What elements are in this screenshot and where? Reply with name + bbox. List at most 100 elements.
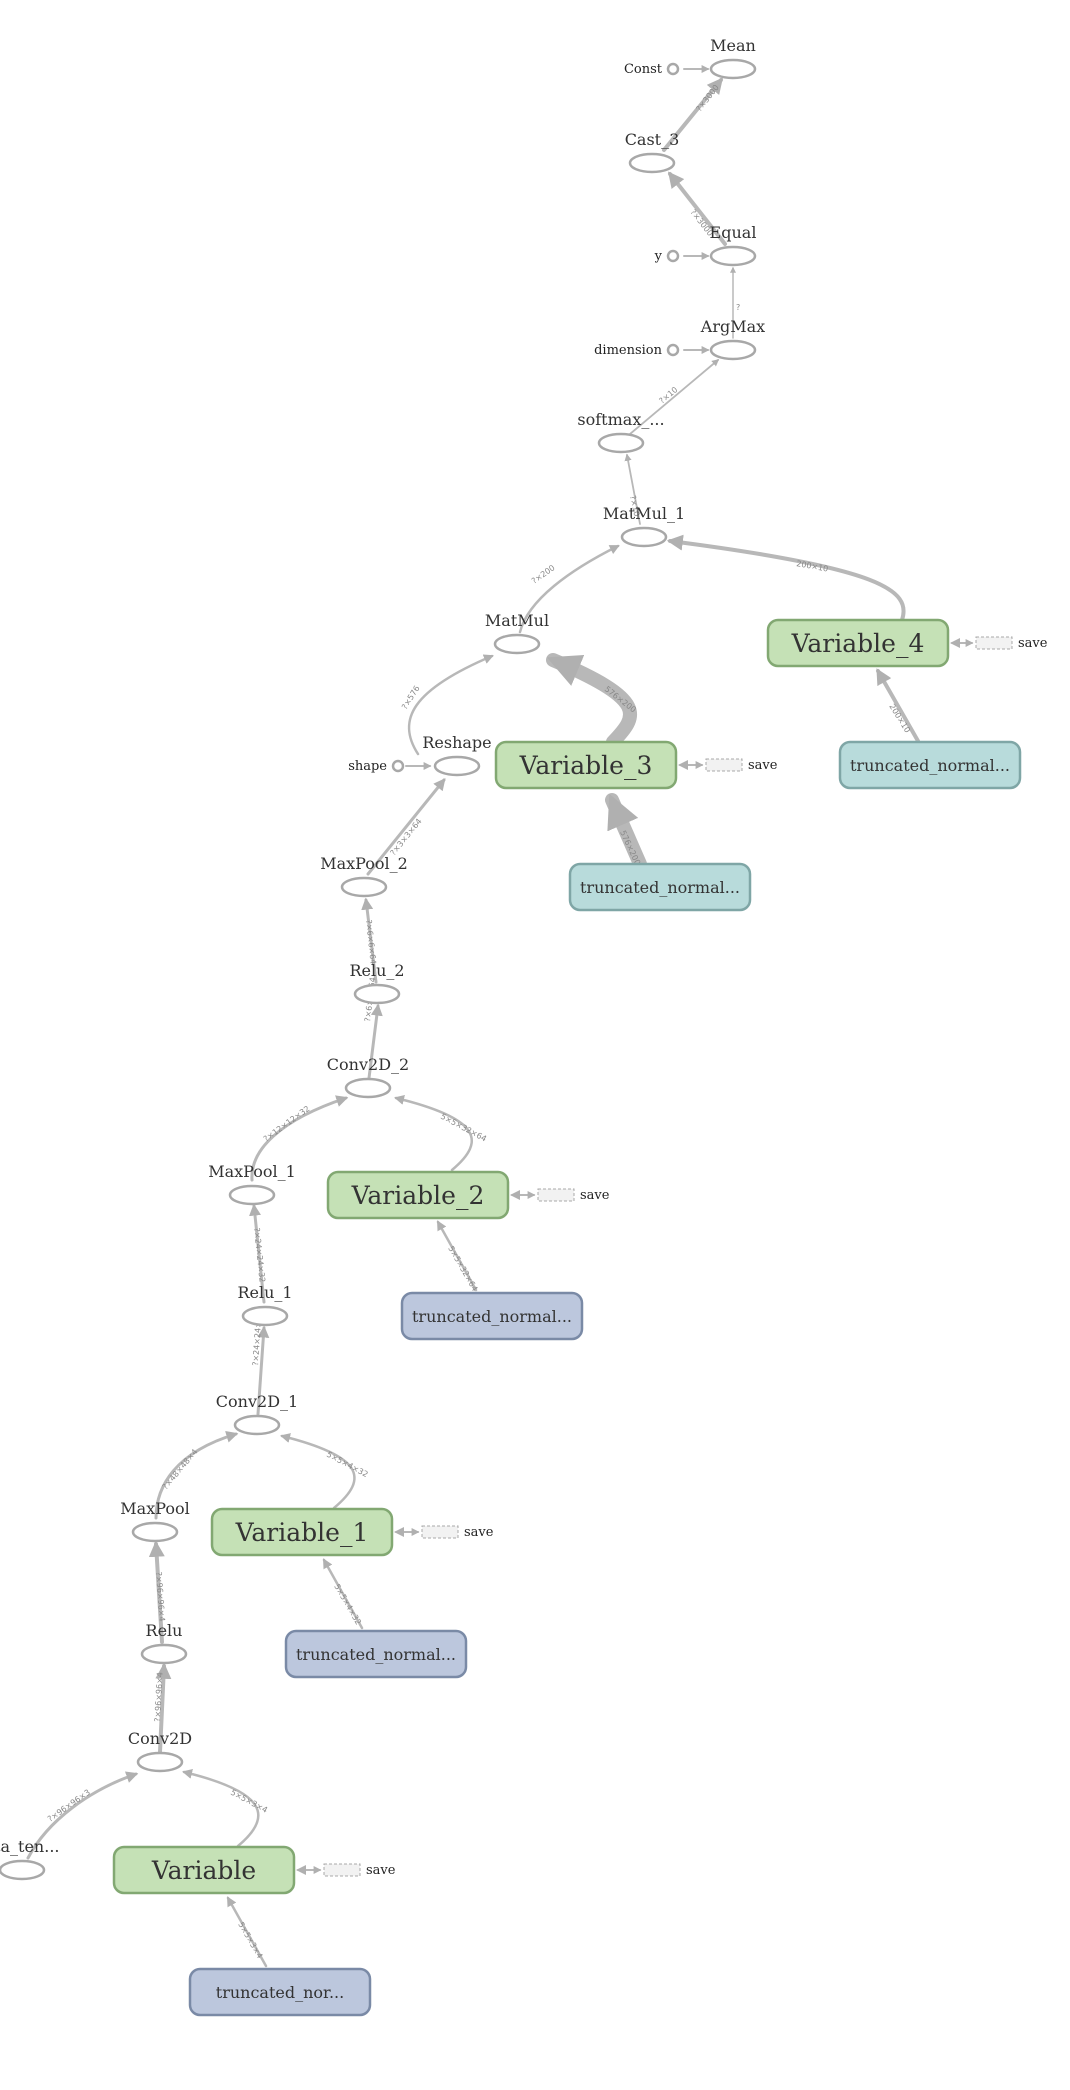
edge-var1-conv2d1	[280, 1433, 356, 1510]
edge-relu1-maxpool1	[249, 1203, 266, 1304]
op-cast3-label: Cast_3	[625, 130, 680, 149]
edge-label-trunc1-var1: 5×5×4×32	[332, 1583, 363, 1627]
edge-maxpool2-reshape	[366, 778, 446, 876]
op-argmax-label: ArgMax	[700, 317, 765, 336]
op-nodes: Mean Cast_3 Equal ArgMax softmax_... Mat…	[0, 36, 765, 1881]
variable-3-node[interactable]: Variable_3	[494, 740, 678, 790]
variable-4-label: Variable_4	[791, 629, 925, 658]
op-conv2d-label: Conv2D	[128, 1729, 192, 1748]
input-y-label: y	[654, 249, 663, 264]
op-maxpool1-label: MaxPool_1	[208, 1162, 296, 1181]
save-nodes: save save save save save	[323, 636, 1048, 1878]
op-conv2d2[interactable]: Conv2D_2	[327, 1055, 409, 1099]
truncated-normal-nodes: truncated_normal... truncated_normal... …	[188, 740, 1022, 2017]
op-conv2d1[interactable]: Conv2D_1	[216, 1392, 298, 1436]
input-shape[interactable]: shape	[348, 759, 405, 774]
edge-cast3-mean	[662, 77, 724, 152]
edges: ?×3000 ?×3000 ? ?×10 ?×10 200×10 200×10 …	[26, 65, 974, 1968]
edge-label-relu1-maxpool1: ?×24×24×32	[252, 1227, 267, 1283]
op-data-tensor-label: ata_ten...	[0, 1837, 59, 1856]
op-relu2[interactable]: Relu_2	[349, 961, 405, 1005]
edge-label-argmax-equal: ?	[736, 303, 740, 312]
save-node-2[interactable]: save	[537, 1188, 610, 1203]
edge-reshape-matmul	[407, 654, 494, 756]
edge-label-maxpool1-conv2d2: ?×12×12×32	[262, 1104, 312, 1144]
op-relu1[interactable]: Relu_1	[237, 1283, 293, 1327]
op-maxpool2-label: MaxPool_2	[320, 854, 408, 873]
op-relu2-label: Relu_2	[349, 961, 404, 980]
op-matmul1[interactable]: MatMul_1	[603, 504, 685, 548]
variable-node[interactable]: Variable	[112, 1845, 296, 1895]
truncated-normal-4-label: truncated_normal...	[850, 756, 1010, 775]
op-relu1-label: Relu_1	[237, 1283, 292, 1302]
edge-var4-matmul1	[666, 534, 906, 622]
edge-trunc3-var3	[605, 793, 647, 871]
variable-3-label: Variable_3	[519, 751, 653, 780]
truncated-normal-1-node[interactable]: truncated_normal...	[284, 1629, 468, 1679]
op-reshape-label: Reshape	[422, 733, 491, 752]
edge-label-var-conv2d: 5×5×3×4	[229, 1788, 269, 1815]
edge-relu2-maxpool2	[361, 897, 378, 984]
truncated-normal-0-label: truncated_nor...	[216, 1983, 344, 2002]
op-equal-label: Equal	[710, 223, 757, 242]
edge-var2-conv2d2	[394, 1095, 473, 1172]
edge-matmul1-softmax	[624, 453, 641, 525]
edge-label-relu-maxpool: ?×96×96×4	[154, 1572, 166, 1622]
edge-label-reshape-matmul: ?×576	[400, 684, 422, 711]
op-matmul1-label: MatMul_1	[603, 504, 685, 523]
edge-data-conv2d	[26, 1771, 139, 1860]
edge-equal-cast3	[668, 171, 727, 246]
edge-trunc2-var2	[436, 1220, 478, 1292]
edge-label-maxpool2-reshape: ?×3×3×64	[389, 817, 424, 857]
op-reshape[interactable]: Reshape	[422, 733, 492, 777]
op-softmax[interactable]: softmax_...	[577, 410, 665, 454]
save-label-2: save	[580, 1188, 610, 1203]
truncated-normal-3-label: truncated_normal...	[580, 878, 740, 897]
const-inputs: Const y dimension shape	[348, 62, 680, 774]
edge-maxpool-conv2d1	[154, 1431, 239, 1520]
op-cast3[interactable]: Cast_3	[625, 130, 680, 174]
edge-label-trunc0-var: 5×5×3×4	[236, 1921, 264, 1961]
variable-2-node[interactable]: Variable_2	[326, 1170, 510, 1220]
edge-label-var1-conv2d1: 5×5×4×32	[325, 1450, 369, 1479]
variable-1-node[interactable]: Variable_1	[210, 1507, 394, 1557]
op-argmax[interactable]: ArgMax	[700, 317, 765, 361]
truncated-normal-4-node[interactable]: truncated_normal...	[838, 740, 1022, 790]
truncated-normal-0-node[interactable]: truncated_nor...	[188, 1967, 372, 2017]
op-data-tensor[interactable]: ata_ten...	[0, 1837, 59, 1881]
truncated-normal-1-label: truncated_normal...	[296, 1645, 456, 1664]
edge-label-var2-conv2d2: 5×5×32×64	[439, 1112, 488, 1144]
op-mean-label: Mean	[710, 36, 756, 55]
op-relu-label: Relu	[146, 1621, 183, 1640]
edge-conv2d1-relu1	[256, 1325, 270, 1416]
op-conv2d[interactable]: Conv2D	[128, 1729, 192, 1773]
op-matmul[interactable]: MatMul	[485, 611, 549, 655]
save-node-4[interactable]: save	[975, 636, 1048, 651]
op-maxpool-label: MaxPool	[120, 1499, 189, 1518]
op-maxpool1[interactable]: MaxPool_1	[208, 1162, 296, 1206]
truncated-normal-2-node[interactable]: truncated_normal...	[400, 1291, 584, 1341]
op-maxpool2[interactable]: MaxPool_2	[320, 854, 408, 898]
variable-2-label: Variable_2	[351, 1181, 485, 1210]
op-mean[interactable]: Mean	[709, 36, 757, 80]
variable-4-node[interactable]: Variable_4	[766, 618, 950, 668]
input-y[interactable]: y	[654, 249, 680, 264]
edge-conv2d-relu	[155, 1662, 172, 1754]
op-conv2d2-label: Conv2D_2	[327, 1055, 409, 1074]
input-dimension-label: dimension	[594, 343, 663, 358]
op-conv2d1-label: Conv2D_1	[216, 1392, 298, 1411]
input-dimension[interactable]: dimension	[594, 343, 680, 358]
save-node-3[interactable]: save	[705, 758, 778, 773]
op-equal[interactable]: Equal	[710, 223, 757, 267]
edge-label-var4-matmul1: 200×10	[796, 559, 829, 573]
op-maxpool[interactable]: MaxPool	[120, 1499, 190, 1543]
input-const[interactable]: Const	[624, 62, 680, 77]
save-node-0[interactable]: save	[323, 1863, 396, 1878]
variable-label: Variable	[151, 1856, 256, 1885]
save-node-1[interactable]: save	[421, 1525, 494, 1540]
edge-trunc4-var4	[876, 668, 920, 743]
variable-1-label: Variable_1	[235, 1518, 369, 1547]
op-relu[interactable]: Relu	[140, 1621, 188, 1665]
truncated-normal-3-node[interactable]: truncated_normal...	[568, 862, 752, 912]
